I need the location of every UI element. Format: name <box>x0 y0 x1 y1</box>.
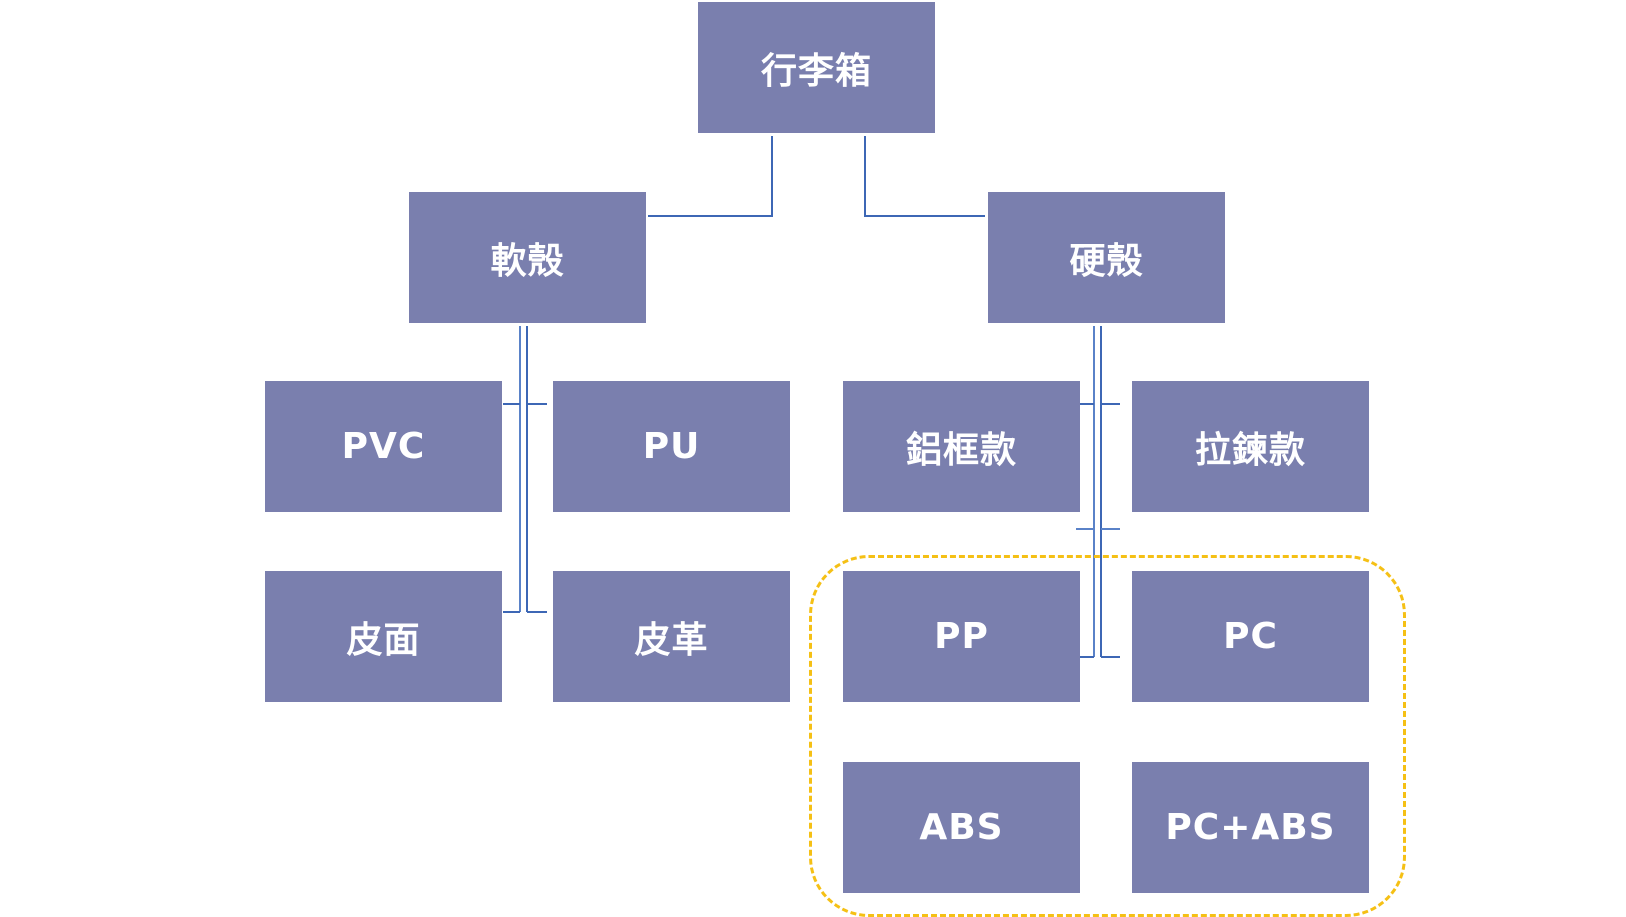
node-label: PU <box>642 426 701 467</box>
node-label: 鋁框款 <box>905 429 1017 471</box>
node-label: 拉鍊款 <box>1194 429 1306 471</box>
node-hard-shell[interactable]: 硬殼 <box>988 192 1225 323</box>
node-pc[interactable]: PC <box>1132 571 1369 702</box>
node-pp[interactable]: PP <box>843 571 1080 702</box>
node-soft-shell[interactable]: 軟殼 <box>409 192 646 323</box>
node-label: PC+ABS <box>1165 807 1336 848</box>
node-leather[interactable]: 皮革 <box>553 571 790 702</box>
node-pc-abs[interactable]: PC+ABS <box>1132 762 1369 893</box>
connector-root-soft <box>648 136 773 217</box>
node-abs[interactable]: ABS <box>843 762 1080 893</box>
node-root[interactable]: 行李箱 <box>698 2 935 133</box>
node-label: 皮面 <box>346 619 421 661</box>
node-label: ABS <box>919 807 1004 848</box>
node-pu[interactable]: PU <box>553 381 790 512</box>
node-label: 硬殼 <box>1069 240 1144 282</box>
node-label: 軟殼 <box>490 240 565 282</box>
node-label: 行李箱 <box>760 50 872 92</box>
node-label: PC <box>1223 616 1278 657</box>
node-zipper[interactable]: 拉鍊款 <box>1132 381 1369 512</box>
connector-root-hard <box>864 136 985 217</box>
node-pvc[interactable]: PVC <box>265 381 502 512</box>
node-label: PP <box>934 616 989 657</box>
node-leather-face[interactable]: 皮面 <box>265 571 502 702</box>
node-aluminum-frame[interactable]: 鋁框款 <box>843 381 1080 512</box>
node-label: 皮革 <box>634 619 709 661</box>
node-label: PVC <box>341 426 426 467</box>
